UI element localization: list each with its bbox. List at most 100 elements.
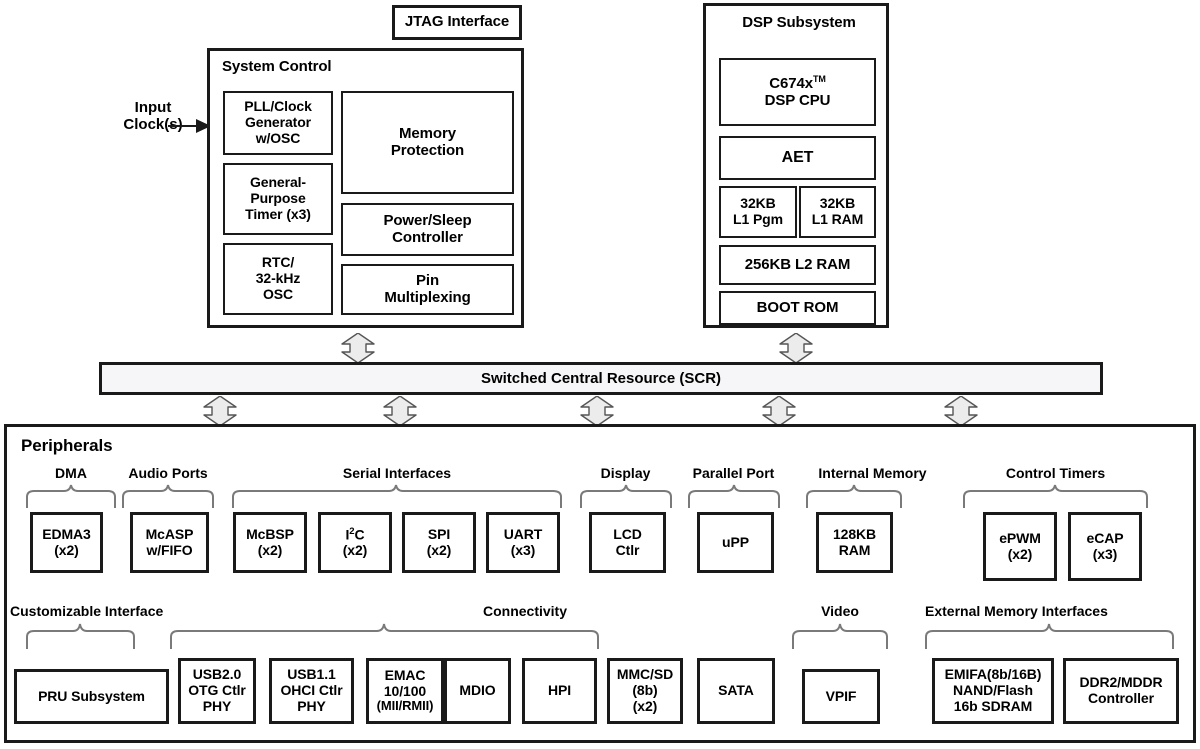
group-label-video: Video [821,603,859,619]
block-line: EDMA3 [42,525,91,542]
block-mmc-sd[interactable]: MMC/SD (8b) (x2) [607,658,683,724]
group-dsp-subsystem: DSP Subsystem C674xTM DSP CPU AET 32KB L… [703,3,889,328]
block-line: Timer (x3) [245,205,311,222]
block-line: AET [781,149,814,167]
group-label-control-timers: Control Timers [1005,465,1106,481]
block-mcbsp[interactable]: McBSP (x2) [233,512,307,573]
dsp-subsystem-title: DSP Subsystem [742,14,856,31]
block-emifa[interactable]: EMIFA(8b/16B) NAND/Flash 16b SDRAM [932,658,1054,724]
block-switched-central-resource[interactable]: Switched Central Resource (SCR) [99,362,1103,395]
block-line: w/FIFO [146,541,193,558]
bus-arrow-peripherals-3-icon [580,396,614,426]
block-upp[interactable]: uPP [697,512,774,573]
block-aet[interactable]: AET [719,136,876,180]
block-32kb-l1-ram[interactable]: 32KB L1 RAM [799,186,876,238]
block-line: Controller [392,228,463,246]
group-system-control: System Control PLL/Clock Generator w/OSC… [207,48,524,328]
block-line: Purpose [250,190,306,207]
brace-serial-interfaces [232,484,562,508]
block-line: 32KB [819,195,856,212]
block-32kb-l1-pgm[interactable]: 32KB L1 Pgm [719,186,797,238]
block-line: Generator [244,114,311,131]
block-line: UART [503,525,543,542]
brace-display [580,484,672,508]
block-line: MMC/SD [616,666,674,683]
group-label-internal-memory: Internal Memory [818,465,927,481]
block-line: McBSP [246,525,294,542]
block-power-sleep-controller[interactable]: Power/Sleep Controller [341,203,514,256]
group-label-customizable-interface: Customizable Interface [10,603,164,619]
block-line: (x3) [1092,545,1118,562]
block-pin-multiplexing[interactable]: Pin Multiplexing [341,264,514,315]
block-general-purpose-timer[interactable]: General- Purpose Timer (x3) [223,163,333,235]
block-usb20-otg[interactable]: USB2.0 OTG Ctlr PHY [178,658,256,724]
system-control-title: System Control [222,58,332,75]
block-line: (x2) [426,541,452,558]
cpu-name: C674x [769,75,813,93]
block-pll-clock-generator[interactable]: PLL/Clock Generator w/OSC [223,91,333,155]
block-128kb-ram[interactable]: 128KB RAM [816,512,893,573]
block-line: ePWM [999,529,1041,546]
block-line: EMAC [384,667,426,684]
block-line: 256KB L2 RAM [744,255,851,273]
block-line: Multiplexing [384,288,471,306]
block-boot-rom[interactable]: BOOT ROM [719,291,876,325]
block-line: Power/Sleep [383,211,472,229]
block-line: L1 Pgm [733,211,783,227]
block-line: 32KB [740,195,776,212]
block-sata[interactable]: SATA [697,658,775,724]
block-line: McASP [145,525,194,542]
block-line: HPI [547,682,572,699]
input-clocks-line2: Clock(s) [123,115,183,133]
block-pru-subsystem[interactable]: PRU Subsystem [14,669,169,724]
block-line: Pin [415,271,440,289]
block-line: VPIF [825,687,857,704]
bus-arrow-system-control-icon [341,333,375,363]
block-line: BOOT ROM [756,298,839,316]
block-line: PRU Subsystem [38,687,145,704]
bus-arrow-peripherals-2-icon [383,396,417,426]
block-ddr2-mddr-controller[interactable]: DDR2/MDDR Controller [1063,658,1179,724]
block-line: PLL/Clock [244,98,312,115]
block-mdio[interactable]: MDIO [444,658,511,724]
block-line: Controller [1088,690,1154,706]
block-rtc-32khz-osc[interactable]: RTC/ 32-kHz OSC [223,243,333,315]
block-uart[interactable]: UART (x3) [486,512,560,573]
block-mcasp[interactable]: McASP w/FIFO [130,512,209,573]
block-ecap[interactable]: eCAP (x3) [1068,512,1142,581]
block-label: JTAG Interface [404,13,510,31]
block-epwm[interactable]: ePWM (x2) [983,512,1057,581]
block-jtag-interface[interactable]: JTAG Interface [392,5,522,40]
block-line: 16b SDRAM [953,697,1033,714]
block-line: LCD [613,525,642,542]
bus-arrow-peripherals-5-icon [944,396,978,426]
group-label-serial-interfaces: Serial Interfaces [342,465,452,481]
block-line: OSC [262,285,294,302]
group-label-connectivity: Connectivity [482,603,567,619]
block-line: PHY [297,697,326,714]
block-line: I2C [345,525,365,543]
block-line: uPP [722,533,749,550]
bus-arrow-peripherals-4-icon [762,396,796,426]
block-line: (x2) [257,541,283,558]
block-lcd-ctlr[interactable]: LCD Ctlr [589,512,666,573]
block-vpif[interactable]: VPIF [802,669,880,724]
block-edma3[interactable]: EDMA3 (x2) [30,512,103,573]
block-line: RTC/ [261,254,295,271]
block-line: 10/100 [383,682,427,699]
input-clock-arrow-icon [168,119,211,133]
block-c674x-dsp-cpu[interactable]: C674xTM DSP CPU [719,58,876,126]
block-line: SATA [718,682,754,699]
bus-arrow-dsp-subsystem-icon [779,333,813,363]
block-emac[interactable]: EMAC 10/100 (MII/RMII) [366,658,444,724]
block-i2c[interactable]: I2C (x2) [318,512,392,573]
block-256kb-l2-ram[interactable]: 256KB L2 RAM [719,245,876,285]
block-memory-protection[interactable]: Memory Protection [341,91,514,194]
group-label-display: Display [600,465,651,481]
block-line: General- [249,174,306,191]
block-usb11-ohci[interactable]: USB1.1 OHCI Ctlr PHY [269,658,354,724]
block-line: (x2) [1007,545,1033,562]
block-hpi[interactable]: HPI [522,658,597,724]
block-spi[interactable]: SPI (x2) [402,512,476,573]
